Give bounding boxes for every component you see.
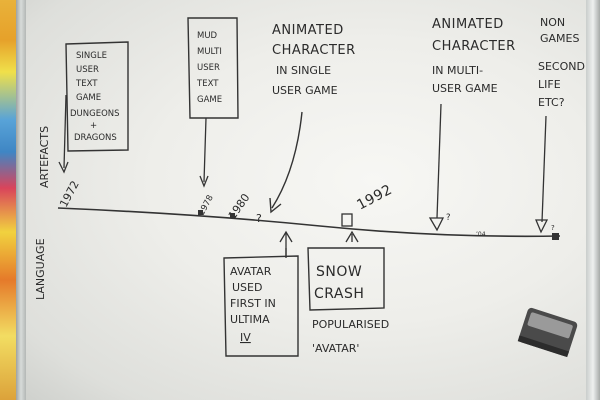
arrow-multi xyxy=(436,103,442,219)
box-1972-line-4: GAME xyxy=(76,93,101,103)
note-single-line-2: CHARACTER xyxy=(272,43,356,58)
arrow-mud xyxy=(203,117,207,183)
box-avatar-line-4: ULTIMA xyxy=(230,313,270,326)
timeline-end-mark xyxy=(552,233,559,240)
arrow-non xyxy=(541,115,547,223)
box-1972-line-3: TEXT xyxy=(75,79,98,89)
box-mud xyxy=(187,17,239,119)
box-avatar-line-3: FIRST IN xyxy=(230,297,276,310)
question-single: ? xyxy=(256,212,262,225)
note-single-line-1: ANIMATED xyxy=(272,23,344,38)
box-mud-line-2: MULTI xyxy=(197,47,222,57)
timeline-line xyxy=(57,207,561,238)
box-mud-line-1: MUD xyxy=(197,31,218,41)
arrow-snow-head xyxy=(345,230,359,243)
note-non-line-2: GAMES xyxy=(540,32,579,45)
arrow-non-head xyxy=(535,219,549,234)
arrow-mud-head xyxy=(199,175,209,188)
box-1972-line-1: SINGLE xyxy=(76,51,107,61)
question-non: ? xyxy=(551,224,555,232)
box-1972-line-6: + xyxy=(90,121,97,131)
note-non-line-3: SECOND xyxy=(538,60,585,73)
note-multi-line-3: IN MULTI- xyxy=(432,64,483,77)
box-snow-line-2: CRASH xyxy=(314,286,364,302)
year-1972: 1972 xyxy=(57,179,82,210)
box-1972-line-2: USER xyxy=(76,65,99,75)
note-multi-line-1: ANIMATED xyxy=(432,17,504,32)
whiteboard-eraser xyxy=(517,307,578,358)
arrow-single xyxy=(271,111,303,209)
box-mud-line-3: USER xyxy=(197,63,220,73)
note-non-line-1: NON xyxy=(540,16,565,29)
year-1992: 1992 xyxy=(354,182,395,214)
box-mud-line-4: TEXT xyxy=(196,79,219,89)
note-non-line-5: ETC? xyxy=(538,96,565,109)
arrow-1972 xyxy=(63,94,67,169)
whiteboard-frame-right xyxy=(586,0,600,400)
box-avatar xyxy=(223,255,299,357)
box-snow-crash xyxy=(307,247,385,311)
note-non-line-4: LIFE xyxy=(538,78,561,91)
arrow-single-head xyxy=(269,197,282,214)
popularised-line-2: 'AVATAR' xyxy=(312,342,359,355)
box-1972-line-7: DRAGONS xyxy=(74,133,117,143)
colorful-wall-strip xyxy=(0,0,18,400)
small-year-mark: ’04 xyxy=(476,231,486,238)
popularised-line-1: POPULARISED xyxy=(312,318,389,331)
year-1980: 1980 xyxy=(226,191,253,221)
box-avatar-line-2: USED xyxy=(232,281,262,294)
box-1972-line-5: DUNGEONS xyxy=(70,109,120,119)
box-snow-line-1: SNOW xyxy=(316,264,362,280)
box-single-user-text-game xyxy=(65,41,129,152)
whiteboard-frame-left xyxy=(16,0,26,400)
tick-1980 xyxy=(230,213,235,218)
question-multi: ? xyxy=(446,213,451,223)
whiteboard xyxy=(26,0,586,400)
box-mud-line-5: GAME xyxy=(197,95,222,105)
arrow-multi-head xyxy=(428,217,445,232)
tick-1992 xyxy=(341,213,353,227)
box-avatar-line-1: AVATAR xyxy=(230,265,272,278)
note-multi-line-4: USER GAME xyxy=(432,82,498,95)
tick-1978 xyxy=(198,210,203,215)
axis-label-language: LANGUAGE xyxy=(34,238,47,300)
axis-label-artefacts: ARTEFACTS xyxy=(38,126,51,188)
arrow-1972-head xyxy=(58,161,69,174)
note-multi-line-2: CHARACTER xyxy=(432,39,516,54)
note-single-line-3: IN SINGLE xyxy=(276,64,331,77)
note-single-line-4: USER GAME xyxy=(272,84,338,97)
box-avatar-line-5: IV xyxy=(240,331,251,344)
